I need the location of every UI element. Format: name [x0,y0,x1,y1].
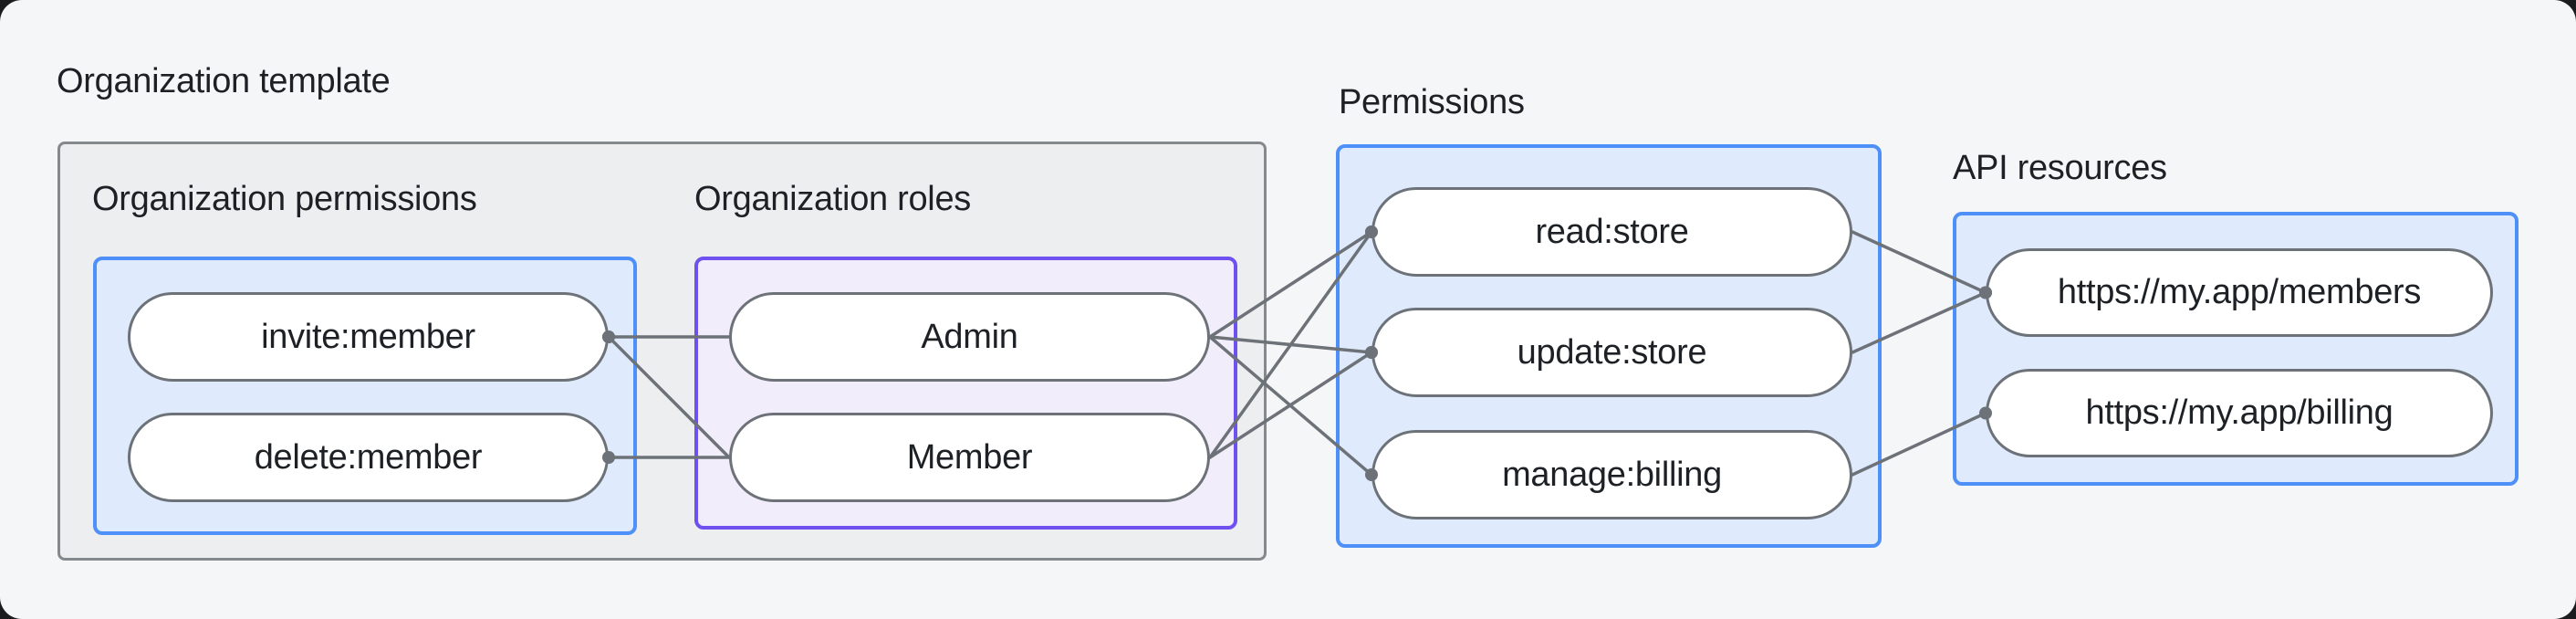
pill-member-label: Member [906,437,1033,477]
pill-admin-label: Admin [921,317,1018,356]
org-roles-heading: Organization roles [694,180,971,218]
org-permissions-box: invite:member delete:member [93,257,637,535]
pill-billing-resource-label: https://my.app/billing [2085,393,2393,432]
pill-invite-member: invite:member [128,292,609,382]
pill-manage-billing: manage:billing [1371,430,1852,519]
org-permissions-heading: Organization permissions [92,180,477,218]
pill-manage-billing-label: manage:billing [1502,455,1722,494]
org-template-box: Organization permissions invite:member d… [57,142,1267,561]
pill-update-store: update:store [1371,308,1852,397]
pill-billing-resource: https://my.app/billing [1986,369,2493,457]
pill-members-resource-label: https://my.app/members [2057,273,2422,311]
pill-delete-member-label: delete:member [254,437,483,477]
pill-members-resource: https://my.app/members [1986,248,2493,337]
api-resources-heading: API resources [1953,149,2167,187]
api-resources-box: https://my.app/members https://my.app/bi… [1953,212,2519,486]
pill-member: Member [729,413,1210,502]
pill-delete-member: delete:member [128,413,609,502]
permissions-heading: Permissions [1339,83,1525,121]
org-template-title: Organization template [57,62,391,100]
pill-invite-member-label: invite:member [261,317,475,356]
pill-read-store-label: read:store [1535,212,1689,251]
pill-update-store-label: update:store [1517,332,1707,372]
pill-admin: Admin [729,292,1210,382]
permissions-box: read:store update:store manage:billing [1336,144,1882,548]
pill-read-store: read:store [1371,187,1852,277]
org-roles-box: Admin Member [694,257,1237,530]
